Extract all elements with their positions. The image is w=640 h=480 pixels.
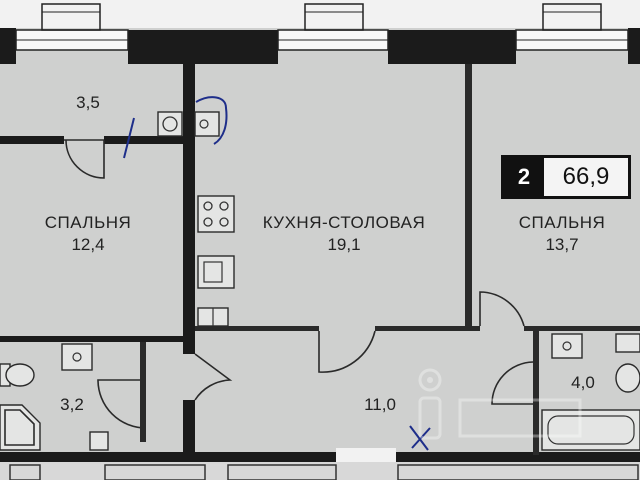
stove: [197, 195, 235, 233]
toilet-right: [615, 333, 640, 393]
lower-partitions: [9, 464, 639, 480]
kitchen-sink: [197, 255, 235, 289]
hall-area: 11,0: [364, 395, 396, 414]
bathroom-left-area: 3,2: [60, 395, 84, 414]
door-hall-bedroom: [194, 353, 233, 401]
toilet-left: [0, 363, 35, 387]
boiler: [157, 111, 183, 137]
storage-area: 3,5: [76, 93, 100, 112]
lower-strip: [0, 462, 640, 480]
bedroom-left-name: СПАЛЬНЯ: [45, 213, 132, 232]
shower-left: [0, 404, 41, 451]
bathtub-right: [541, 409, 640, 451]
total-area: 66,9: [562, 163, 610, 190]
washer-left: [89, 431, 109, 451]
interior-walls: [0, 64, 640, 464]
bedroom-left-area: 12,4: [71, 235, 104, 254]
kitchen-tap-unit: [194, 111, 220, 137]
door-bedroom-right: [479, 291, 525, 327]
kitchen-name: КУХНЯ-СТОЛОВАЯ: [263, 213, 426, 232]
sink-right-bathroom: [551, 333, 583, 359]
door-kitchen: [318, 330, 376, 373]
room-count: 2: [504, 158, 544, 196]
exterior-walls: [0, 28, 640, 64]
apartment-summary-badge: 2 66,9: [501, 155, 631, 199]
bathroom-right-area: 4,0: [571, 373, 595, 392]
sink-left-bathroom: [61, 343, 93, 371]
window-right: [515, 3, 629, 51]
window-center: [277, 3, 389, 51]
pen-mark-cross: [409, 425, 431, 451]
door-storage: [64, 139, 105, 179]
pen-mark-slash: [123, 117, 135, 159]
kitchen-cabinet: [197, 307, 229, 327]
bedroom-right-area: 13,7: [545, 235, 578, 254]
bedroom-right-name: СПАЛЬНЯ: [519, 213, 606, 232]
kitchen-area: 19,1: [327, 235, 360, 254]
pen-mark-top: [195, 96, 228, 145]
door-left-bathroom: [97, 379, 147, 429]
pen-marks: [123, 96, 431, 451]
window-left: [15, 3, 129, 51]
door-right-bathroom: [491, 361, 534, 405]
